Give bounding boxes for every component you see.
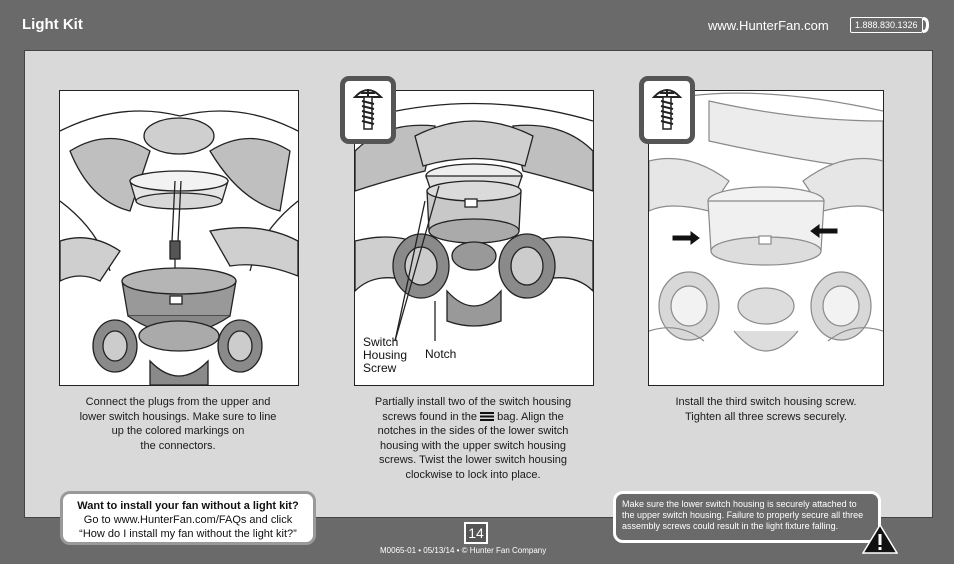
- caption-line: up the colored markings on: [111, 425, 245, 437]
- warning-box: Make sure the lower switch housing is se…: [613, 491, 881, 543]
- caption-line: Tighten all three screws securely.: [684, 410, 847, 423]
- website-url: www.HunterFan.com: [708, 18, 829, 33]
- step2-caption: Partially install two of the switch hous…: [355, 395, 591, 482]
- label-notch: Notch: [425, 347, 457, 361]
- step1-illustration: [59, 90, 299, 386]
- fan-switch-housing-drawing: [355, 102, 593, 342]
- warning-triangle-icon: [862, 524, 898, 554]
- caption-line: Connect the plugs from the upper and: [85, 396, 271, 408]
- caption-line-with-icon: screws found in the bag. Align the: [355, 410, 591, 425]
- label-switch-housing-screw: Switch Housing Screw: [363, 336, 407, 375]
- step3-caption: Install the third switch housing screw. …: [648, 395, 884, 424]
- caption-line: the connectors.: [140, 439, 216, 452]
- caption-fragment: bag. Align the: [497, 410, 564, 423]
- note-title: Want to install your fan without a light…: [77, 500, 299, 512]
- fan-plug-connection-drawing: [60, 110, 298, 385]
- note-line: “How do I install my fan without the lig…: [79, 528, 297, 540]
- caption-line: Install the third switch housing screw.: [675, 396, 857, 408]
- label-line: Housing: [363, 348, 408, 362]
- caption-line: notches in the sides of the lower switch: [377, 425, 569, 437]
- warning-line: Make sure the lower switch housing is se…: [622, 499, 857, 509]
- phone-number: 1.888.830.1326: [850, 17, 923, 33]
- screw-graphic: [651, 89, 683, 130]
- phone-handset-icon: [923, 17, 929, 33]
- step1-caption: Connect the plugs from the upper and low…: [60, 395, 296, 453]
- warning-line: the upper switch housing. Failure to pro…: [622, 510, 864, 520]
- caption-line: clockwise to lock into place.: [405, 468, 541, 481]
- caption-line: screws. Twist the lower switch housing: [378, 454, 568, 466]
- note-line: Go to www.HunterFan.com/FAQs and click: [83, 514, 293, 526]
- fan-third-screw-drawing: [649, 92, 883, 352]
- hardware-bag-icon: [480, 412, 495, 422]
- footer-text: M0065-01 • 05/13/14 • © Hunter Fan Compa…: [380, 546, 547, 555]
- warning-line: assembly screws could result in the ligh…: [622, 521, 839, 531]
- caption-line: lower switch housings. Make sure to line: [79, 410, 277, 423]
- page-number: 14: [464, 522, 488, 544]
- step3-illustration: [648, 90, 884, 386]
- no-light-kit-note: Want to install your fan without a light…: [60, 491, 316, 545]
- label-line: Screw: [363, 361, 397, 375]
- caption-line: housing with the upper switch housing: [380, 439, 566, 452]
- screw-icon: [340, 76, 396, 144]
- caption-fragment: screws found in the: [382, 410, 477, 423]
- caption-line: Partially install two of the switch hous…: [374, 396, 572, 408]
- screw-icon: [639, 76, 695, 144]
- screw-graphic: [352, 89, 384, 130]
- label-line: Switch: [363, 335, 399, 349]
- page-title: Light Kit: [22, 16, 83, 33]
